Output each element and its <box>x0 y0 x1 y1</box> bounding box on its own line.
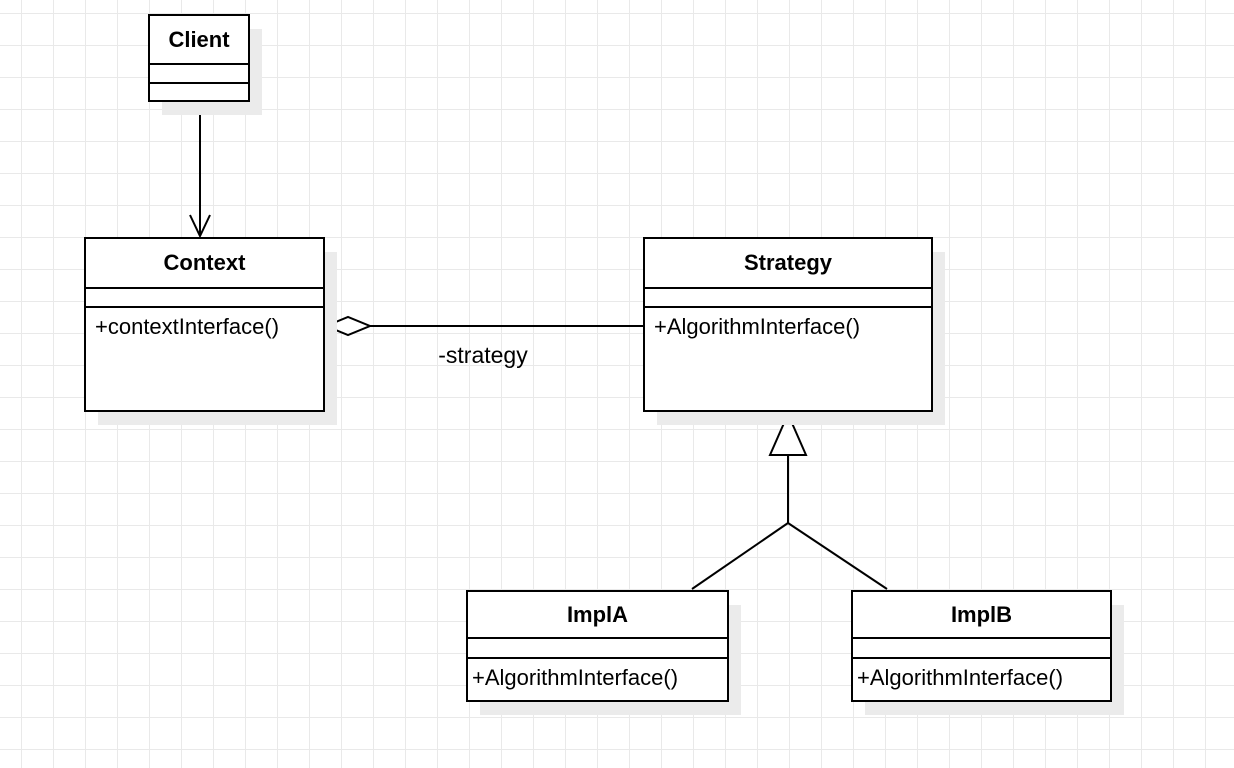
method-label: +contextInterface() <box>95 314 280 339</box>
aggregation-edge-label[interactable]: -strategy <box>438 342 528 368</box>
class-client[interactable]: Client <box>148 14 250 102</box>
generalization-strategy-impls[interactable] <box>691 411 888 590</box>
class-client-title: Client <box>168 26 230 52</box>
class-client-attributes-compartment <box>150 63 248 82</box>
hollow-diamond-icon <box>323 315 373 337</box>
class-strategy-methods-compartment: +AlgorithmInterface() <box>645 306 931 410</box>
class-implb[interactable]: ImplB +AlgorithmInterface() <box>851 590 1112 702</box>
method-label: +AlgorithmInterface() <box>472 665 679 690</box>
class-context-title: Context <box>163 250 246 275</box>
class-impla-title: ImplA <box>566 601 629 627</box>
method-label: +AlgorithmInterface() <box>857 665 1064 690</box>
generalization-branch-impla[interactable] <box>691 522 789 590</box>
class-context-methods-compartment: +contextInterface() <box>86 306 323 410</box>
class-impla[interactable]: ImplA +AlgorithmInterface() <box>466 590 729 702</box>
open-arrowhead-icon <box>189 214 211 239</box>
class-context-attributes-compartment <box>86 287 323 306</box>
class-strategy[interactable]: Strategy +AlgorithmInterface() <box>643 237 933 412</box>
class-context[interactable]: Context +contextInterface() <box>84 237 325 412</box>
association-client-context[interactable] <box>189 103 211 239</box>
class-impla-methods-compartment: +AlgorithmInterface() <box>468 657 727 700</box>
class-strategy-title: Strategy <box>743 250 833 275</box>
aggregation-context-strategy[interactable] <box>323 315 643 337</box>
class-implb-methods-compartment: +AlgorithmInterface() <box>853 657 1110 700</box>
class-impla-attributes-compartment <box>468 637 727 657</box>
generalization-branch-implb[interactable] <box>787 522 888 590</box>
class-strategy-attributes-compartment <box>645 287 931 306</box>
class-implb-title: ImplB <box>950 601 1013 627</box>
class-client-methods-compartment <box>150 82 248 100</box>
hollow-triangle-icon <box>768 411 808 456</box>
method-label: +AlgorithmInterface() <box>654 314 861 339</box>
class-implb-attributes-compartment <box>853 637 1110 657</box>
